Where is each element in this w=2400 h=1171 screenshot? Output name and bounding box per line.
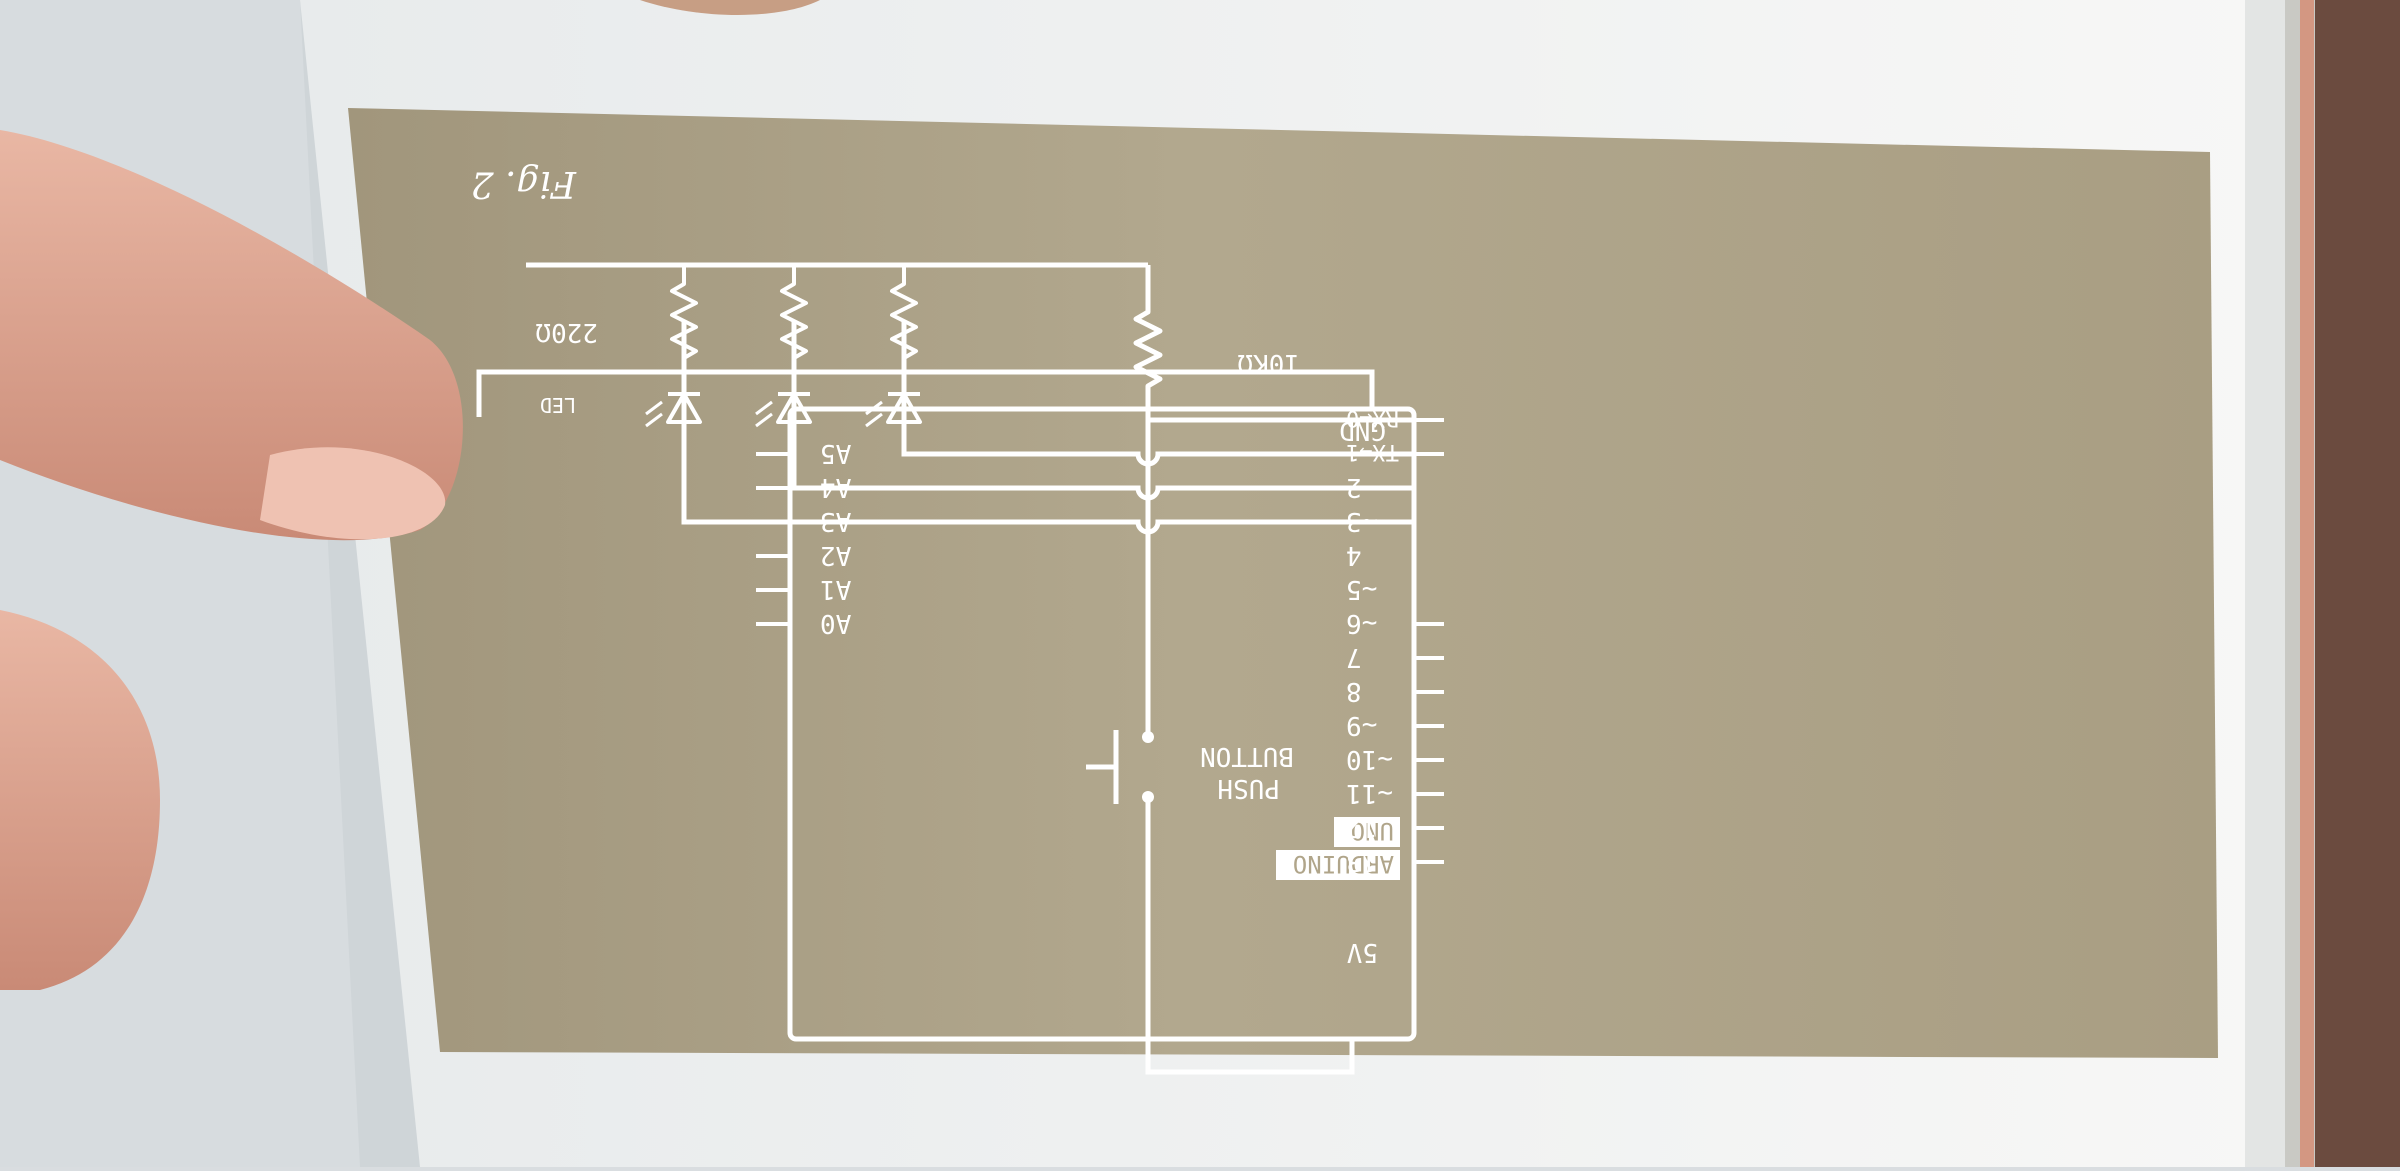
led-light-rays — [755, 400, 773, 428]
pin-wires — [681, 322, 1414, 535]
led-branches — [645, 265, 922, 454]
schematic-panel — [348, 108, 2218, 1058]
board-power-label: 5V — [1347, 937, 1378, 967]
led-resistor — [670, 265, 698, 372]
push-button — [1086, 402, 1154, 804]
led-light-rays — [865, 400, 883, 428]
5v-wire — [1145, 802, 1355, 1075]
led-symbol — [886, 372, 922, 454]
board-model-badge — [1334, 817, 1400, 847]
digital-pin-label: 13 — [1346, 846, 1377, 876]
analog-pin-label: A2 — [820, 540, 851, 570]
board-name-badge — [1276, 850, 1400, 880]
board-name-line2: UNO — [1351, 817, 1394, 845]
analog-pin-label: A1 — [820, 574, 851, 604]
digital-pin-label: 7 — [1346, 642, 1362, 672]
analog-pin-label: A5 — [820, 438, 851, 468]
pulldown-resistor — [1133, 265, 1163, 402]
led-light-rays — [645, 400, 663, 428]
board-name-line1: ARDUINO — [1293, 850, 1394, 878]
gnd-wire — [476, 369, 1375, 417]
led-symbol — [776, 372, 812, 454]
led-resistor-label: 220Ω — [535, 317, 598, 347]
digital-pin-label: ~9 — [1346, 710, 1377, 740]
figure-caption: Fig. 2 — [471, 163, 577, 204]
hand — [0, 0, 820, 990]
led-branch — [865, 265, 922, 454]
led-branch — [755, 265, 812, 454]
push-button-label-line1: PUSH — [1217, 773, 1280, 803]
led-branch — [645, 265, 702, 454]
digital-pin-label: 4 — [1346, 540, 1362, 570]
digital-pin-label: 12 — [1346, 812, 1377, 842]
digital-pin-label: ~5 — [1346, 574, 1377, 604]
push-button-label-line2: BUTTON — [1200, 741, 1294, 771]
digital-pin-label: ~6 — [1346, 608, 1377, 638]
digital-pin-label: ~11 — [1346, 778, 1393, 808]
led-symbol — [666, 372, 702, 454]
digital-pin-label: 8 — [1346, 676, 1362, 706]
pulldown-resistor-label: 10KΩ — [1237, 348, 1300, 378]
led-label: LED — [540, 393, 576, 417]
digital-pin-label: ~10 — [1346, 744, 1393, 774]
led-resistor — [780, 265, 808, 372]
analog-pin-label: A0 — [820, 608, 851, 638]
led-resistor — [890, 265, 918, 372]
